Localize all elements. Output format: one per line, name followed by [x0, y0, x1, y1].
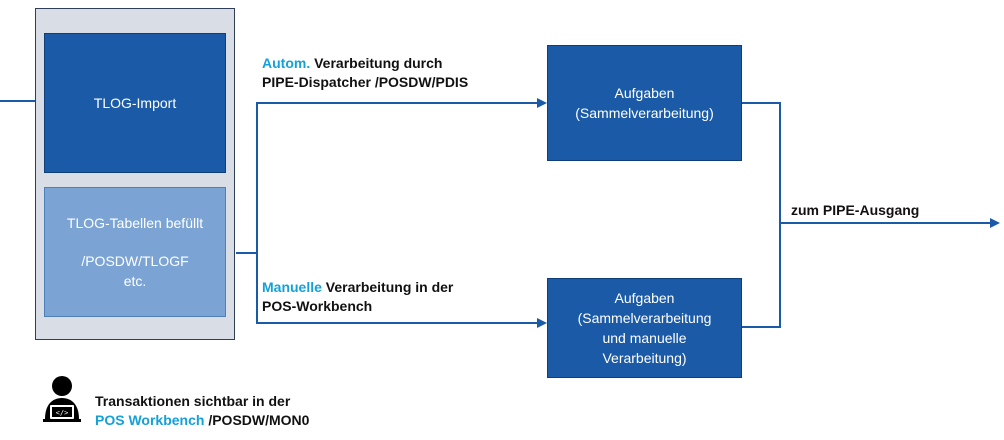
- output-label: zum PIPE-Ausgang: [791, 202, 920, 218]
- tasks-bottom-line1: Aufgaben: [614, 290, 675, 306]
- manual-path-accent: Manuelle: [262, 279, 322, 295]
- tlog-import-label: TLOG-Import: [93, 95, 177, 111]
- footer-line1: Transaktionen sichtbar in der: [95, 393, 291, 409]
- footer-line2-accent: POS Workbench: [95, 412, 205, 428]
- auto-path-accent: Autom.: [262, 55, 311, 71]
- user-with-laptop-icon: </>: [42, 375, 82, 425]
- tasks-bottom-box: Aufgaben (Sammelverarbeitung und manuell…: [547, 278, 742, 378]
- tasks-top-box: Aufgaben (Sammelverarbeitung): [547, 45, 742, 161]
- auto-path-arrow: [256, 98, 547, 253]
- footer-text: Transaktionen sichtbar in der POS Workbe…: [95, 392, 309, 430]
- auto-path-label: Autom. Verarbeitung durch PIPE-Dispatche…: [262, 54, 468, 92]
- manual-path-rest: Verarbeitung in der: [321, 279, 454, 295]
- connector-bottom-to-output: [742, 223, 781, 328]
- tasks-bottom-line4: Verarbeitung): [602, 350, 687, 366]
- tlog-tables-box: TLOG-Tabellen befüllt /POSDW/TLOGF etc.: [44, 187, 226, 317]
- manual-path-line2: POS-Workbench: [262, 298, 373, 314]
- auto-path-rest: Verarbeitung durch: [310, 55, 443, 71]
- manual-path-label: Manuelle Verarbeitung in der POS-Workben…: [262, 278, 453, 316]
- tasks-top-line2: (Sammelverarbeitung): [575, 105, 714, 121]
- connector-top-to-output: [742, 102, 781, 223]
- svg-text:</>: </>: [56, 409, 69, 417]
- tasks-top-line1: Aufgaben: [614, 85, 675, 101]
- tlog-import-box: TLOG-Import: [44, 33, 226, 173]
- footer-line2-rest: /POSDW/MON0: [204, 412, 310, 428]
- tlog-tables-line2: /POSDW/TLOGF: [81, 253, 189, 269]
- tlog-tables-line1: TLOG-Tabellen befüllt: [66, 215, 204, 231]
- auto-path-line2: PIPE-Dispatcher /POSDW/PDIS: [262, 74, 469, 90]
- tasks-bottom-line2: (Sammelverarbeitung: [577, 310, 712, 326]
- tasks-bottom-line3: und manuelle: [602, 330, 687, 346]
- manual-path-arrow: [256, 253, 547, 328]
- tlog-tables-line3: etc.: [123, 273, 147, 289]
